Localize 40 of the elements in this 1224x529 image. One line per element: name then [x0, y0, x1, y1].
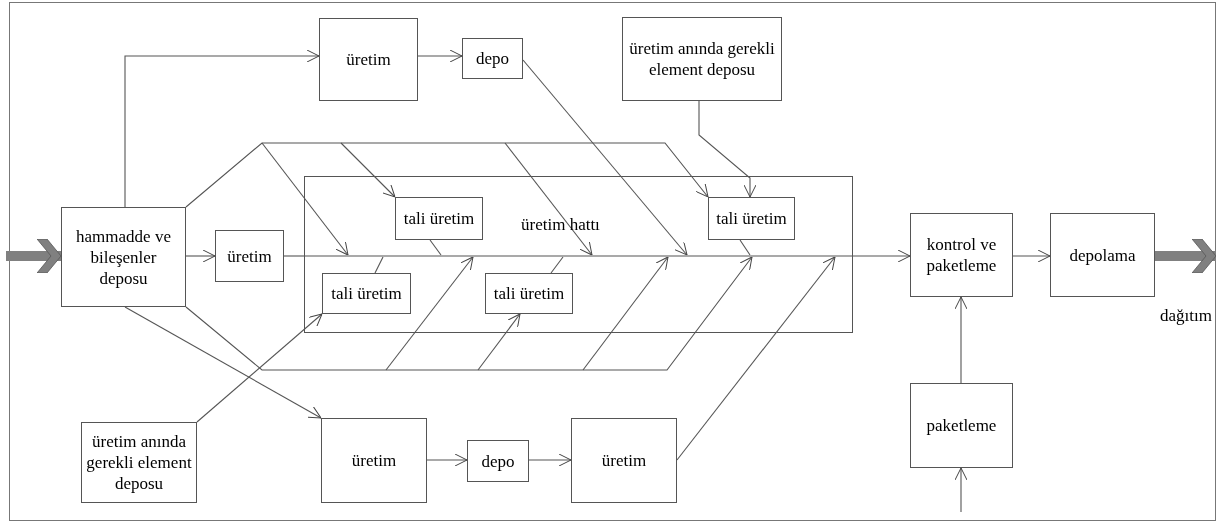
process-box: paketleme [910, 383, 1013, 468]
arrow [185, 249, 216, 263]
process-box: depo [467, 440, 529, 482]
arrow [261, 142, 349, 256]
arrow [477, 313, 521, 371]
process-box: üretim [215, 230, 284, 282]
process-box: üretim [319, 18, 418, 101]
arrow [582, 256, 669, 371]
arrow [124, 49, 320, 208]
process-box: üretim [321, 418, 427, 503]
arrow [528, 453, 572, 467]
arrow [185, 256, 753, 371]
arrow [185, 142, 709, 208]
process-box: depolama [1050, 213, 1155, 297]
arrow [417, 49, 463, 63]
process-box: üretim anında gerekli element deposu [622, 17, 782, 101]
flow-label: dağıtım [1160, 306, 1212, 326]
arrow [504, 142, 593, 256]
process-box: üretim anında gerekli element deposu [81, 422, 197, 503]
arrow [851, 249, 911, 263]
box-label: üretim hattı [521, 215, 600, 235]
process-box: tali üretim [322, 273, 411, 314]
arrow [385, 256, 474, 371]
arrow [124, 306, 322, 419]
arrow [196, 313, 323, 423]
process-box: tali üretim [395, 197, 483, 240]
process-box: hammadde ve bileşenler deposu [61, 207, 186, 307]
arrow [1012, 249, 1051, 263]
arrow [698, 100, 757, 198]
process-box: depo [462, 38, 523, 79]
arrow [954, 467, 968, 513]
process-box: tali üretim [485, 273, 573, 314]
arrow [676, 256, 836, 461]
process-box: üretim [571, 418, 677, 503]
process-box: kontrol ve paketleme [910, 213, 1013, 297]
arrow [954, 296, 968, 384]
arrow [522, 59, 688, 256]
process-box: tali üretim [708, 197, 795, 240]
arrow [340, 142, 396, 198]
arrow [426, 453, 468, 467]
